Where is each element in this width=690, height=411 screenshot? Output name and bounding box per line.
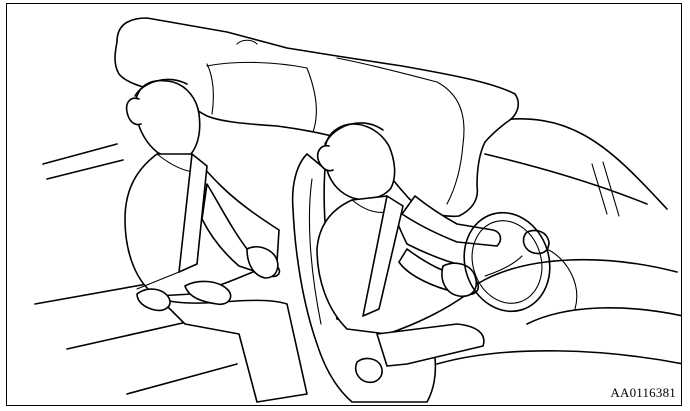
illustration-frame: AA0116381 (6, 3, 682, 406)
rear-passenger (125, 80, 307, 402)
figure-code: AA0116381 (610, 385, 676, 401)
curtain-airbag-illustration (7, 4, 682, 406)
